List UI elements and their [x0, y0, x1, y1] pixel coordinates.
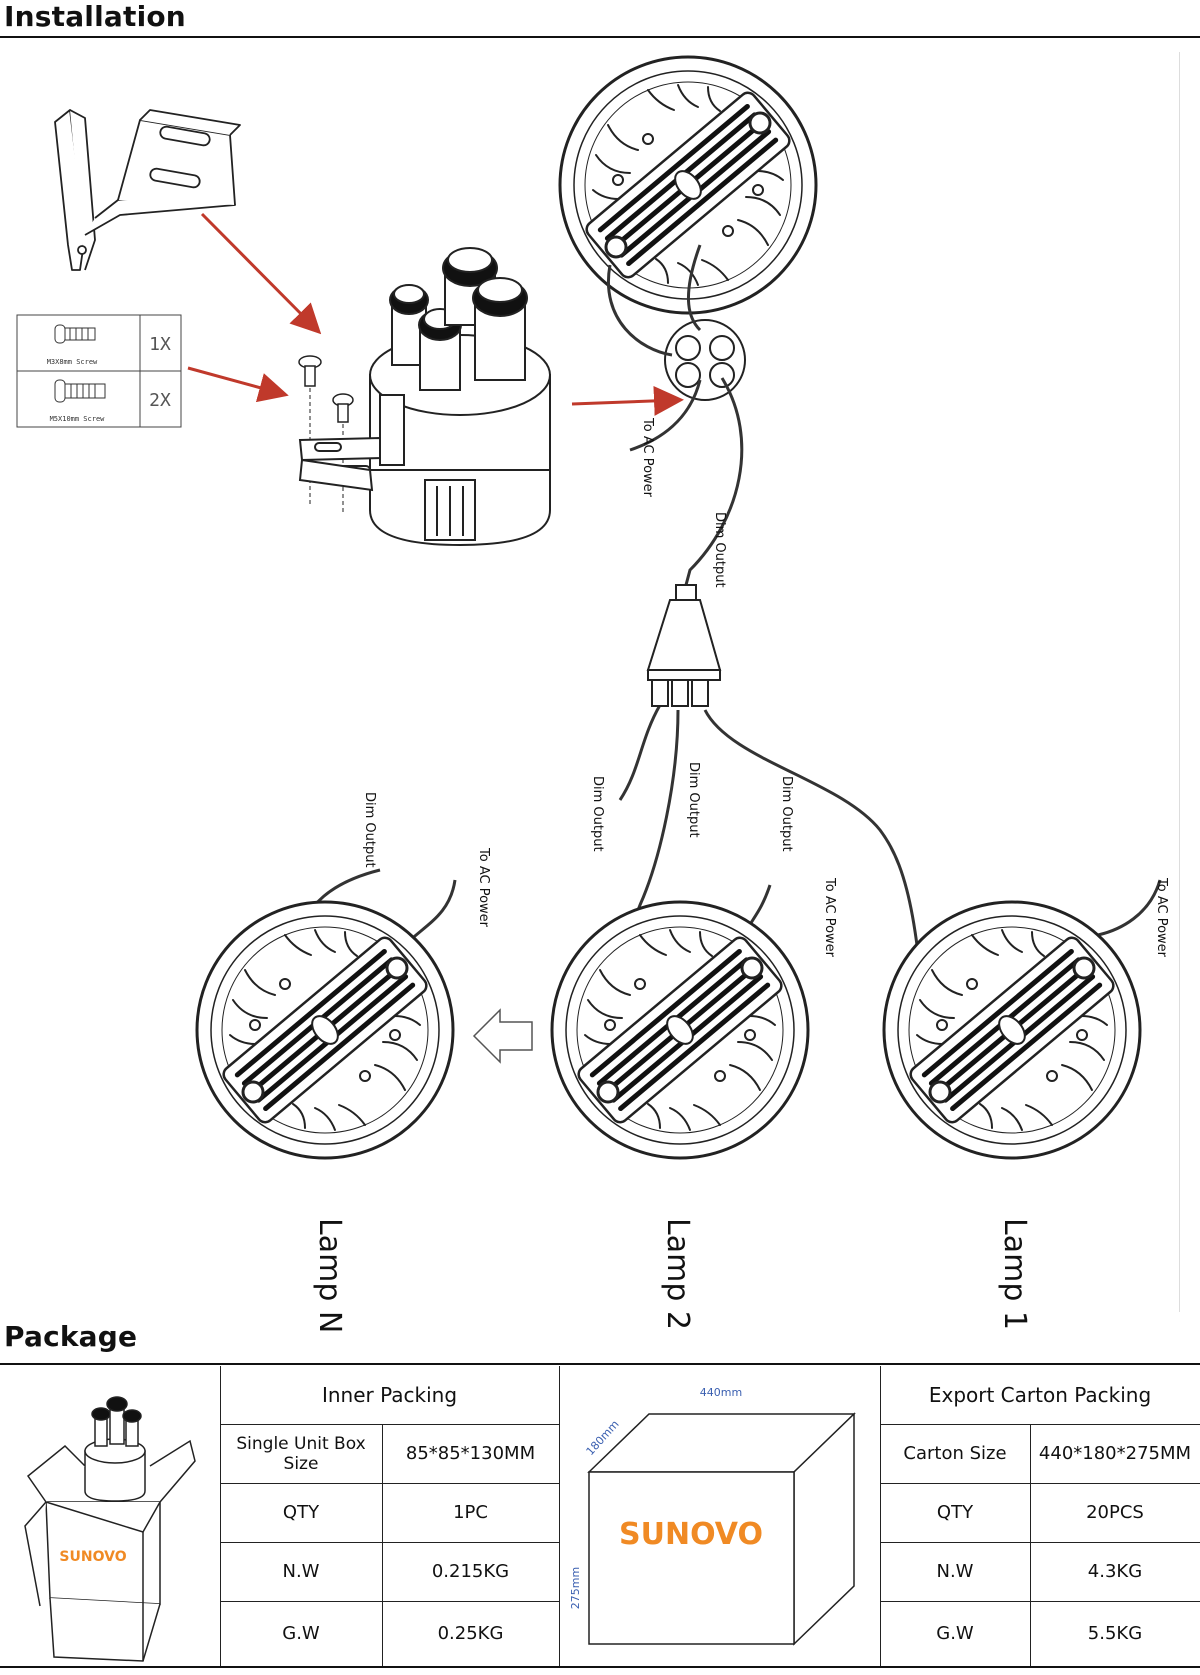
label-to-ac-power-lamp2: To AC Power	[822, 877, 837, 958]
inner-row-2-value: 0.215KG	[431, 1561, 510, 1582]
label-to-ac-power-lamp1: To AC Power	[1154, 877, 1169, 958]
top-lamp-drawing	[560, 57, 816, 313]
installation-rule	[0, 36, 1200, 38]
package-rule	[0, 1363, 1200, 1365]
mounting-bracket	[54, 109, 241, 271]
label-dim-output-mid: Dim Output	[686, 762, 701, 838]
label-to-ac-power-top: To AC Power	[640, 417, 655, 498]
lamp-2-label: Lamp 2	[660, 1218, 695, 1330]
red-arrows	[187, 212, 684, 416]
export-row-3-value: 5.5KG	[1087, 1623, 1143, 1644]
inner-row-0-label: Single Unit Box Size	[236, 1433, 366, 1474]
label-dim-output-left: Dim Output	[590, 776, 605, 852]
lamp-n-label: Lamp N	[312, 1218, 347, 1333]
export-row-2-label: N.W	[936, 1561, 974, 1582]
package-title: Package	[4, 1320, 138, 1353]
export-packing-header: Export Carton Packing	[928, 1383, 1152, 1407]
carton-length: 440mm	[700, 1386, 742, 1399]
inner-row-3-value: 0.25KG	[437, 1623, 504, 1644]
inner-row-1-label: QTY	[282, 1502, 320, 1523]
hollow-arrow	[472, 1008, 533, 1064]
export-row-1-label: QTY	[936, 1502, 974, 1523]
installation-diagram: M3X8mm Screw M5X10mm Screw 1X 2X	[16, 0, 1169, 1333]
export-row-2-value: 4.3KG	[1087, 1561, 1143, 1582]
unit-box-brand: SUNOVO	[59, 1549, 126, 1565]
inner-row-2-label: N.W	[282, 1561, 320, 1582]
unit-box-illustration: SUNOVO	[24, 1396, 196, 1662]
carton-height: 275mm	[569, 1567, 582, 1609]
screws-drawing	[298, 355, 354, 515]
inner-row-0-value: 85*85*130MM	[405, 1443, 536, 1464]
screw-2-name: M5X10mm Screw	[50, 415, 106, 423]
label-to-ac-power-lampn: To AC Power	[476, 847, 491, 928]
export-row-0-label: Carton Size	[903, 1443, 1007, 1464]
installation-title: Installation	[4, 0, 186, 33]
export-row-0-value: 440*180*275MM	[1038, 1443, 1192, 1464]
screw-2-qty: 2X	[149, 390, 171, 411]
lamp-1-drawing	[884, 902, 1140, 1158]
right-border-line	[1179, 52, 1180, 1312]
export-row-3-label: G.W	[936, 1623, 974, 1644]
inner-row-3-label: G.W	[282, 1623, 320, 1644]
label-dim-output-lampn: Dim Output	[362, 792, 377, 868]
carton-brand: SUNOVO	[619, 1517, 763, 1552]
lamp-2-drawing	[552, 902, 808, 1158]
screw-legend-box: M3X8mm Screw M5X10mm Screw 1X 2X	[16, 314, 182, 428]
lamp-1-label: Lamp 1	[997, 1218, 1032, 1330]
export-row-1-value: 20PCS	[1086, 1502, 1144, 1523]
junction-box	[664, 319, 746, 401]
carton-illustration: 440mm 180mm 275mm SUNOVO	[569, 1386, 856, 1646]
label-dim-output-top: Dim Output	[712, 512, 727, 588]
package-table: Inner Packing Single Unit Box Size 85*85…	[0, 1366, 1200, 1668]
inner-row-1-value: 1PC	[453, 1502, 488, 1523]
cable-splitter	[646, 584, 722, 707]
label-dim-output-right: Dim Output	[779, 776, 794, 852]
lamp-n-drawing	[197, 902, 453, 1158]
screw-1-qty: 1X	[149, 334, 171, 355]
controller-unit	[298, 247, 551, 547]
screw-1-name: M3X8mm Screw	[47, 358, 98, 366]
inner-packing-header: Inner Packing	[321, 1383, 458, 1407]
